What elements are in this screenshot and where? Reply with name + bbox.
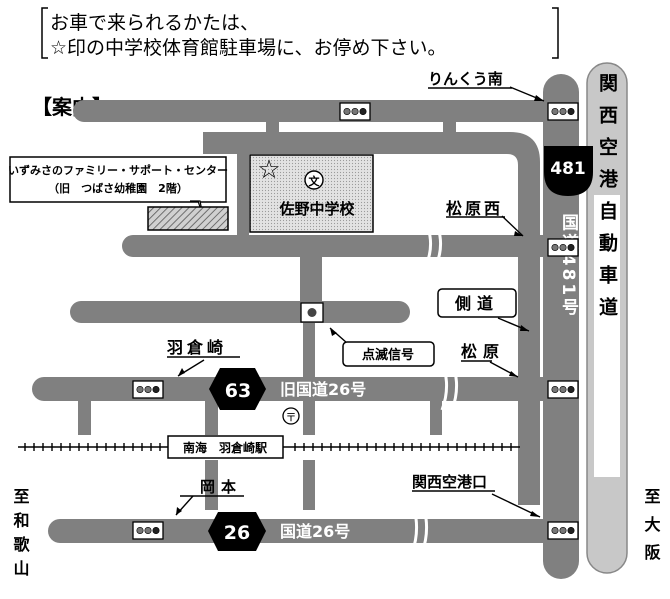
post-office-icon: [282, 407, 300, 425]
road-branch-1: [78, 400, 91, 435]
tenmetsu-box: [342, 341, 435, 367]
shield-481: 481: [544, 146, 593, 196]
label-hagurasaki: 羽倉崎: [167, 338, 227, 357]
road-signal: [70, 301, 410, 323]
station-box: [167, 435, 284, 459]
facility-building: [147, 206, 229, 231]
road-top: [73, 100, 573, 122]
road-branch-4: [303, 400, 315, 435]
sokudo-box: [437, 288, 517, 318]
road-ped: [303, 320, 315, 380]
shield-63-label: 63: [225, 380, 251, 402]
label-tenmetsu: 点滅信号: [362, 347, 414, 363]
facility-sub: （旧 つばさ幼稚園 2階）: [48, 181, 188, 195]
shield-26-label: 26: [224, 522, 250, 544]
school-symbol-icon: [304, 170, 324, 190]
label-matsubara: 松原: [461, 342, 505, 361]
notice-line-1: お車で来られるかたは、: [50, 12, 259, 34]
traffic-signals: [132, 102, 579, 540]
school-building: [249, 154, 374, 233]
shield-481-label: 481: [550, 159, 586, 179]
road-branch-2: [205, 400, 218, 435]
star-icon: ☆: [257, 155, 280, 185]
shield-63: 63: [209, 368, 266, 410]
label-to-osaka: 至大阪: [642, 488, 661, 572]
road-middle: [122, 235, 573, 257]
pointer-arrowheads: [176, 95, 544, 517]
station-label: 南海 羽倉崎駅: [183, 440, 268, 455]
traffic-signal-icon: [547, 521, 579, 540]
route26-label: 国道26号: [280, 522, 350, 541]
school-name: 佐野中学校: [278, 200, 355, 218]
shield-26: 26: [208, 512, 266, 551]
blinking-signal-light: [307, 308, 317, 317]
label-kanku-kou: 関西空港口: [412, 473, 487, 491]
notice-line-2: ☆印の中学校体育館駐車場に、お停め下さい。: [50, 37, 446, 59]
traffic-signal-icon: [132, 380, 164, 399]
expressway-label-box: [594, 195, 620, 477]
traffic-signal-icon: [547, 102, 579, 121]
school-symbol: 文: [309, 174, 321, 188]
post-office-symbol: 〒: [286, 411, 297, 424]
label-matsubara-nishi: 松原西: [446, 199, 503, 218]
road-branch-3: [205, 460, 218, 510]
facility-name: いずみさのファミリー・サポート・センター: [8, 163, 228, 177]
traffic-signal-icon: [547, 238, 579, 257]
notice-box: お車で来られるかたは、 ☆印の中学校体育館駐車場に、お停め下さい。: [41, 7, 559, 59]
traffic-signal-icon: [132, 521, 164, 540]
route481-label: 国道481号: [558, 214, 579, 319]
road-route-481: [543, 74, 579, 579]
road-left-school: [237, 150, 249, 245]
road-break-marks: [410, 227, 459, 554]
traffic-signal-icon: [339, 102, 371, 121]
label-sokudo: 側道: [454, 294, 499, 313]
facility-callout: [9, 156, 227, 203]
road-old-26: [32, 377, 573, 401]
label-okamoto: 岡本: [200, 478, 242, 496]
label-rinku-minami: りんくう南: [428, 70, 503, 88]
traffic-signal-icon: [547, 380, 579, 399]
expressway-label: 関西空港自動車道: [596, 73, 618, 329]
roads: [32, 74, 579, 579]
road-stub-2: [443, 120, 456, 138]
road-branch-6: [430, 400, 442, 435]
label-to-wakayama: 至和歌山: [11, 488, 30, 584]
road-branch-5: [303, 460, 315, 510]
road-stub-1: [266, 120, 279, 138]
road-route-26: [48, 519, 573, 543]
old26-label: 旧国道26号: [280, 380, 366, 399]
